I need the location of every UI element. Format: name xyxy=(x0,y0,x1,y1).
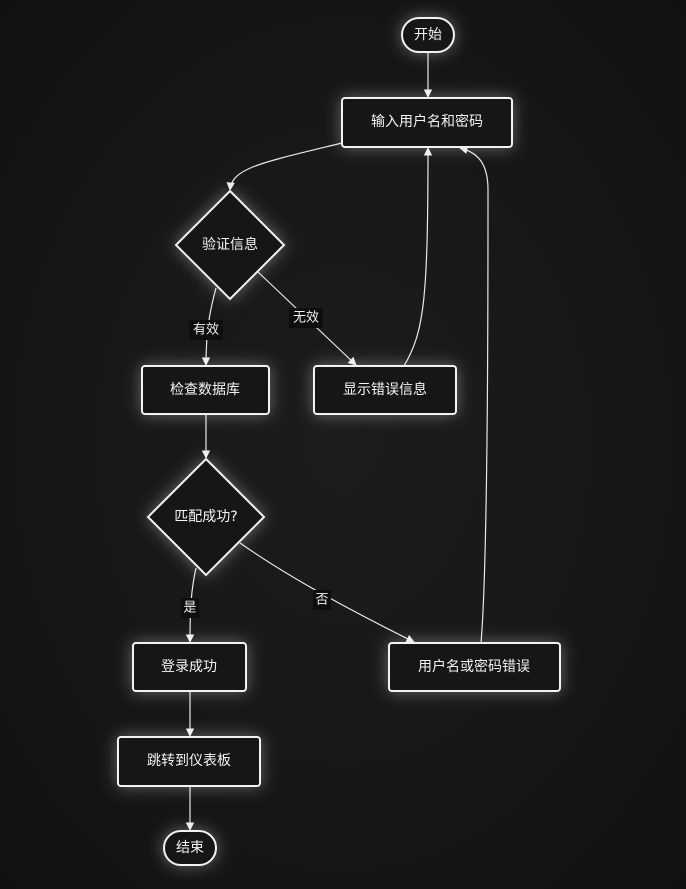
edge-label-valid: 有效 xyxy=(189,320,223,340)
svg-text:有效: 有效 xyxy=(193,323,219,338)
edge-showerror-to-input xyxy=(403,147,433,367)
svg-text:结束: 结束 xyxy=(176,840,204,856)
node-jump-dashboard: 跳转到仪表板 xyxy=(117,736,261,787)
node-verify-decision: 验证信息 xyxy=(174,189,286,301)
svg-text:检查数据库: 检查数据库 xyxy=(170,382,240,398)
node-user-error: 用户名或密码错误 xyxy=(388,642,561,692)
svg-text:否: 否 xyxy=(315,593,328,608)
node-start: 开始 xyxy=(401,17,455,53)
svg-text:显示错误信息: 显示错误信息 xyxy=(343,381,427,398)
svg-text:匹配成功?: 匹配成功? xyxy=(174,509,237,525)
svg-text:是: 是 xyxy=(183,601,196,616)
edge-input-to-verify xyxy=(226,142,343,191)
node-match-decision: 匹配成功? xyxy=(146,457,266,577)
svg-text:无效: 无效 xyxy=(293,311,319,326)
svg-text:登录成功: 登录成功 xyxy=(161,659,217,675)
node-check-database: 检查数据库 xyxy=(141,365,270,415)
svg-text:验证信息: 验证信息 xyxy=(202,236,258,253)
edge-usererror-to-input xyxy=(459,145,489,644)
node-login-success: 登录成功 xyxy=(132,642,247,692)
svg-text:用户名或密码错误: 用户名或密码错误 xyxy=(418,658,530,675)
node-input-credentials: 输入用户名和密码 xyxy=(341,97,513,148)
edge-label-invalid: 无效 xyxy=(289,308,323,328)
edge-label-no: 否 xyxy=(313,590,331,610)
svg-text:跳转到仪表板: 跳转到仪表板 xyxy=(147,753,231,769)
svg-text:输入用户名和密码: 输入用户名和密码 xyxy=(371,113,483,130)
svg-text:开始: 开始 xyxy=(414,27,442,43)
node-end: 结束 xyxy=(163,830,217,866)
node-show-error: 显示错误信息 xyxy=(313,365,457,415)
edge-label-yes: 是 xyxy=(181,598,199,618)
